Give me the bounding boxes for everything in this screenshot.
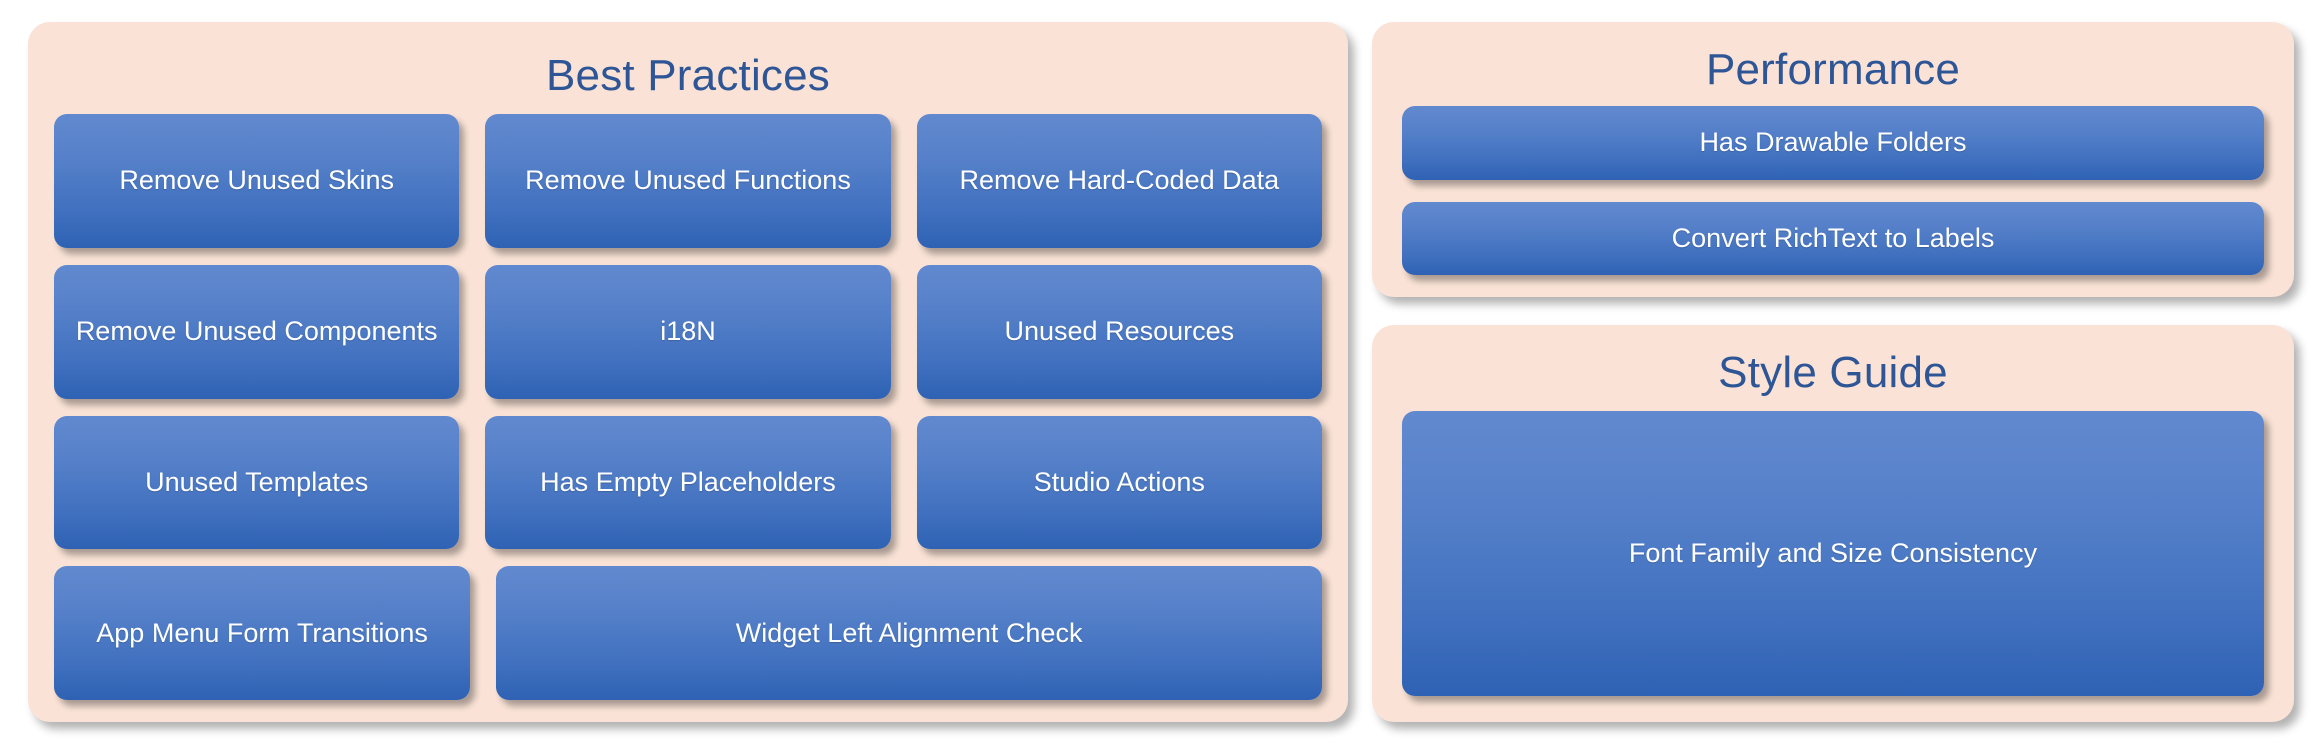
chip-label: Font Family and Size Consistency — [1628, 538, 2038, 569]
best-practices-grid: Remove Unused Skins Remove Unused Functi… — [54, 114, 1322, 700]
panel-performance-title: Performance — [1705, 45, 1961, 94]
check-chip-has-drawable-folders[interactable]: Has Drawable Folders — [1402, 106, 2264, 180]
check-chip-studio-actions[interactable]: Studio Actions — [916, 415, 1322, 550]
panel-style-guide-title: Style Guide — [1718, 348, 1948, 397]
panel-best-practices: Best Practices Remove Unused Skins Remov… — [28, 22, 1348, 722]
right-column: Performance Has Drawable Folders Convert… — [1372, 22, 2294, 722]
panel-style-guide: Style Guide Font Family and Size Consist… — [1372, 325, 2294, 722]
check-chip-unused-templates[interactable]: Unused Templates — [54, 415, 460, 550]
best-practices-row: App Menu Form Transitions Widget Left Al… — [54, 566, 1322, 700]
panel-performance: Performance Has Drawable Folders Convert… — [1372, 22, 2294, 297]
check-chip-remove-unused-functions[interactable]: Remove Unused Functions — [485, 114, 891, 248]
check-chip-widget-left-alignment-check[interactable]: Widget Left Alignment Check — [496, 566, 1322, 700]
style-guide-list: Font Family and Size Consistency — [1402, 411, 2264, 696]
chip-label: Remove Unused Functions — [525, 165, 851, 196]
chip-label: Has Drawable Folders — [1699, 127, 1967, 158]
chip-label: Unused Resources — [1004, 316, 1235, 347]
chip-label: Widget Left Alignment Check — [735, 617, 1083, 648]
check-chip-i18n[interactable]: i18N — [485, 264, 891, 399]
chip-label: Has Empty Placeholders — [540, 466, 836, 497]
best-practices-row: Unused Templates Has Empty Placeholders … — [54, 415, 1322, 550]
chip-label: Unused Templates — [145, 466, 369, 497]
check-chip-app-menu-form-transitions[interactable]: App Menu Form Transitions — [54, 566, 471, 700]
chip-label: Remove Unused Components — [75, 316, 438, 347]
chip-label: Remove Unused Skins — [119, 165, 394, 196]
chip-label: Studio Actions — [1033, 466, 1205, 497]
chip-label: i18N — [660, 316, 716, 347]
chip-label: Remove Hard-Coded Data — [959, 165, 1280, 196]
check-chip-remove-unused-components[interactable]: Remove Unused Components — [54, 264, 460, 399]
panel-best-practices-title: Best Practices — [545, 51, 830, 100]
chip-label: Convert RichText to Labels — [1671, 222, 1995, 253]
check-chip-font-family-and-size-consistency[interactable]: Font Family and Size Consistency — [1402, 411, 2264, 696]
chip-label: App Menu Form Transitions — [96, 617, 428, 648]
best-practices-row: Remove Unused Components i18N Unused Res… — [54, 264, 1322, 399]
check-chip-remove-hard-coded-data[interactable]: Remove Hard-Coded Data — [916, 114, 1322, 248]
best-practices-row: Remove Unused Skins Remove Unused Functi… — [54, 114, 1322, 248]
performance-list: Has Drawable Folders Convert RichText to… — [1402, 106, 2264, 275]
check-chip-unused-resources[interactable]: Unused Resources — [916, 264, 1322, 399]
check-chip-convert-richtext-to-labels[interactable]: Convert RichText to Labels — [1402, 201, 2264, 275]
check-chip-remove-unused-skins[interactable]: Remove Unused Skins — [54, 114, 460, 248]
check-chip-has-empty-placeholders[interactable]: Has Empty Placeholders — [485, 415, 891, 550]
